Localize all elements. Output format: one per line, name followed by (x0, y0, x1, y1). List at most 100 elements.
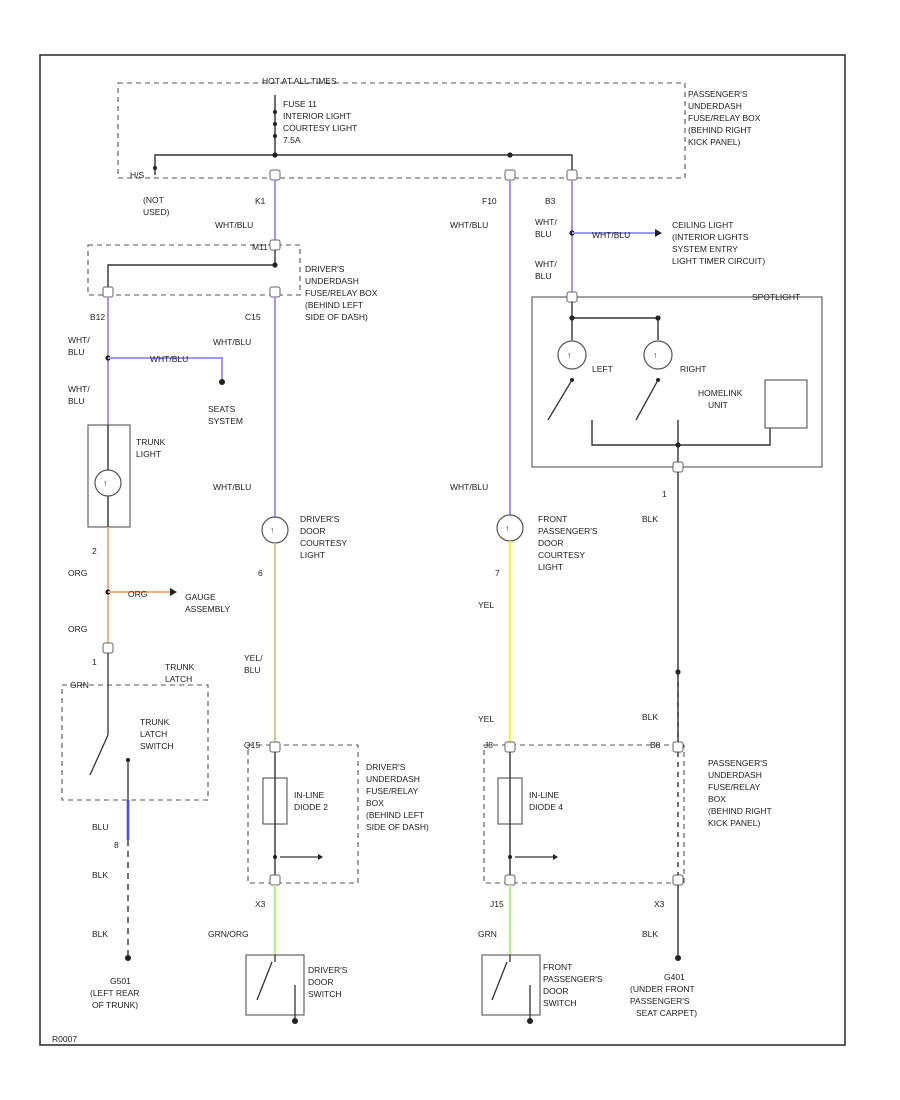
diode-2-label-1: IN-LINE (294, 790, 325, 800)
wire-label-blk-4: BLK (642, 712, 658, 722)
pin-8-label: 8 (114, 840, 119, 850)
passenger-fuse-box: HOT AT ALL TIMES FUSE 11 INTERIOR LIGHT … (117, 76, 761, 217)
front-pass-courtesy-label-1: FRONT (538, 514, 567, 524)
spotlight-right-label: RIGHT (680, 364, 706, 374)
trunk-latch-switch-label-3: SWITCH (140, 741, 174, 751)
drivers-underdash-label-5: (BEHIND LEFT (366, 810, 424, 820)
not-used-label-2: USED) (143, 207, 170, 217)
drivers-door-switch: DRIVER'S DOOR SWITCH (245, 954, 348, 1024)
wire-label-grn-latch: GRN (70, 680, 89, 690)
pin-m11-label: M11 (252, 242, 268, 252)
pin-b12-label: B12 (90, 312, 105, 322)
wire-label-org-gauge: ORG (128, 589, 147, 599)
wire-label-grn-right: GRN (478, 929, 497, 939)
fuse-box-location-2: UNDERDASH (688, 101, 742, 111)
spotlight-label: SPOTLIGHT (752, 292, 800, 302)
front-pass-door-switch-label-1: FRONT (543, 962, 572, 972)
front-pass-courtesy-label-2: PASSENGER'S (538, 526, 598, 536)
fuse-box-location-4: (BEHIND RIGHT (688, 125, 752, 135)
diode-4-label-1: IN-LINE (529, 790, 560, 800)
drivers-courtesy-label-1: DRIVER'S (300, 514, 340, 524)
trunk-latch-label-1: TRUNK (165, 662, 195, 672)
driver-box-location-5: SIDE OF DASH) (305, 312, 368, 322)
front-pass-courtesy-label-3: DOOR (538, 538, 564, 548)
in-line-diode-2-box: Q15 IN-LINE DIODE 2 DRIVER'S UNDERDASH F… (244, 740, 429, 886)
homelink-label-1: HOMELINK (698, 388, 743, 398)
gauge-assembly-label-2: ASSEMBLY (185, 604, 231, 614)
driver-fuse-box: M11 DRIVER'S UNDERDASH FUSE/RELAY BOX (B… (87, 239, 378, 322)
front-pass-courtesy-label-5: LIGHT (538, 562, 563, 572)
trunk-light-label-1: TRUNK (136, 437, 166, 447)
hot-at-all-times-label: HOT AT ALL TIMES (262, 76, 337, 86)
trunk-latch-label-2: LATCH (165, 674, 192, 684)
wire-label-wht-blu-9: WHT/BLU (450, 482, 488, 492)
nc-pin-label: H/S (130, 170, 145, 180)
pass-underdash-label-6: KICK PANEL) (708, 818, 760, 828)
wire-label-wht-blu-3b: BLU (535, 229, 552, 239)
front-pass-door-switch-label-2: PASSENGER'S (543, 974, 603, 984)
svg-text:↑: ↑ (103, 478, 107, 488)
fuse-box-location-1: PASSENGER'S (688, 89, 748, 99)
ground-right-label-4: SEAT CARPET) (636, 1008, 697, 1018)
svg-text:↑: ↑ (270, 525, 274, 535)
drivers-door-switch-label-2: DOOR (308, 977, 334, 987)
wire-label-yel-1: YEL (478, 600, 494, 610)
wire-label-wht-blu-7: WHT/BLU (213, 337, 251, 347)
seats-system-label-2: SYSTEM (208, 416, 243, 426)
pin-j8-label: J8 (484, 740, 493, 750)
ground-right-label-3: PASSENGER'S (630, 996, 690, 1006)
homelink-label-2: UNIT (708, 400, 728, 410)
pin-c15-label: C15 (245, 312, 261, 322)
diode-2-label-2: DIODE 2 (294, 802, 328, 812)
pin-k1-label: K1 (255, 196, 266, 206)
fuse-box-location-5: KICK PANEL) (688, 137, 740, 147)
wire-label-org-2: ORG (68, 624, 87, 634)
wire-label-wht-blu-6a: WHT/ (68, 384, 90, 394)
ground-left-label-3: OF TRUNK) (92, 1000, 138, 1010)
svg-text:↑: ↑ (505, 523, 509, 533)
wire-label-wht-blu-3a: WHT/ (535, 217, 557, 227)
pass-underdash-label-2: UNDERDASH (708, 770, 762, 780)
pin-b3-label: B3 (545, 196, 556, 206)
drivers-courtesy-label-3: COURTESY (300, 538, 347, 548)
pin-x3-label-right: X3 (654, 899, 665, 909)
trunk-light: ↑ TRUNK LIGHT (87, 424, 166, 528)
drivers-underdash-label-2: UNDERDASH (366, 774, 420, 784)
wire-label-blu: BLU (92, 822, 109, 832)
wire-label-wht-blu-4b: BLU (535, 271, 552, 281)
front-passenger-door-switch: FRONT PASSENGER'S DOOR SWITCH (481, 954, 603, 1024)
pin-q15-label: Q15 (244, 740, 260, 750)
wire-label-wht-blu-seats: WHT/BLU (150, 354, 188, 364)
pin-j15-label: J15 (490, 899, 504, 909)
trunk-latch-switch-label-2: LATCH (140, 729, 167, 739)
spotlight-assembly: SPOTLIGHT ↑ ↑ LEFT RIGHT HOMELINK UNIT (531, 291, 823, 473)
fuse-label-2: INTERIOR LIGHT (283, 111, 351, 121)
pin-2-label: 2 (92, 546, 97, 556)
pass-underdash-label-3: FUSE/RELAY (708, 782, 761, 792)
diagram-frame (39, 54, 846, 1046)
wire-label-wht-blu-4a: WHT/ (535, 259, 557, 269)
wire-label-wht-blu-5a: WHT/ (68, 335, 90, 345)
fuse-label-1: FUSE 11 (283, 99, 317, 109)
pin-x3-label-left: X3 (255, 899, 266, 909)
pass-underdash-label-4: BOX (708, 794, 726, 804)
ground-left-label-2: (LEFT REAR (90, 988, 139, 998)
wire-label-yel-blu-b: BLU (244, 665, 261, 675)
trunk-latch-switch: GRN TRUNK LATCH SWITCH (61, 653, 209, 801)
driver-box-location-2: UNDERDASH (305, 276, 359, 286)
trunk-light-label-2: LIGHT (136, 449, 161, 459)
pin-1-label-trunk: 1 (92, 657, 97, 667)
gauge-assembly-label-1: GAUGE (185, 592, 216, 602)
wire-label-grn-org: GRN/ORG (208, 929, 249, 939)
wire-label-wht-blu-8: WHT/BLU (213, 482, 251, 492)
wire-label-blk-2: BLK (92, 929, 108, 939)
pass-underdash-label-5: (BEHIND RIGHT (708, 806, 772, 816)
front-pass-door-switch-label-3: DOOR (543, 986, 569, 996)
pin-6-label: 6 (258, 568, 263, 578)
drivers-underdash-label-1: DRIVER'S (366, 762, 406, 772)
ground-right-label-2: (UNDER FRONT (630, 984, 695, 994)
seats-system-label-1: SEATS (208, 404, 236, 414)
not-used-label-1: (NOT (143, 195, 164, 205)
wire-label-yel-blu-a: YEL/ (244, 653, 263, 663)
svg-text:↑: ↑ (567, 350, 571, 360)
